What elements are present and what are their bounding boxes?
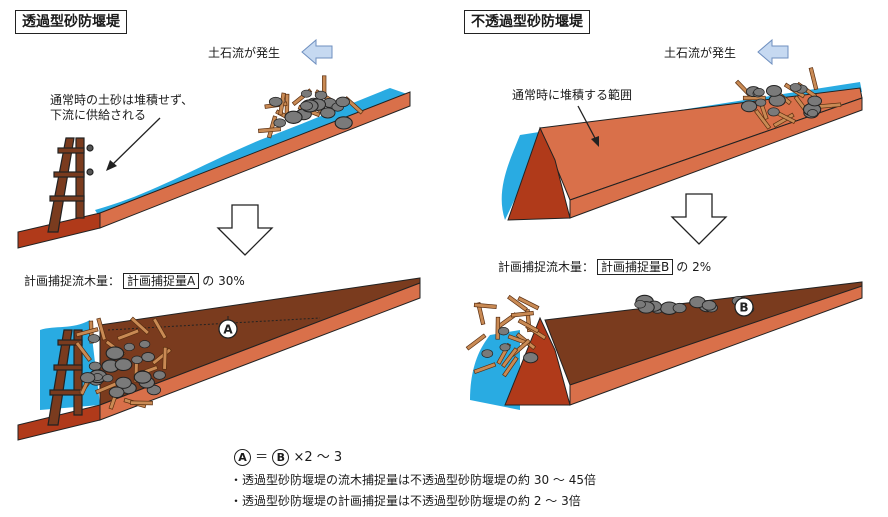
rock [314, 90, 328, 100]
rock [300, 101, 313, 111]
rock [523, 352, 539, 364]
right-bottom-slope-face [569, 285, 863, 406]
rock [807, 95, 823, 107]
footer-note-2: ・透過型砂防堰堤の計画捕捉量は不透過型砂防堰堤の約 2 ～ 3倍 [230, 494, 581, 508]
rock [807, 109, 818, 118]
left-top-scene [17, 75, 411, 249]
formula-tail: ×2 ～ 3 [293, 450, 343, 465]
left-capture-boxed: 計画捕捉量A [123, 273, 200, 289]
rock [123, 342, 135, 352]
rock [753, 88, 765, 97]
right-bottom-scene: B [465, 281, 863, 410]
rock [765, 85, 783, 97]
rock [481, 349, 494, 358]
rock [755, 98, 767, 107]
rock [672, 302, 687, 314]
log [162, 346, 168, 370]
rock [133, 370, 152, 384]
right-bottom-dam-front [504, 316, 571, 406]
left-top-ground [17, 212, 101, 249]
right-top-dam-front [507, 126, 571, 221]
rock [767, 107, 780, 117]
rock [102, 374, 114, 383]
right-capture-boxed: 計画捕捉量B [597, 259, 674, 275]
rock [87, 334, 100, 343]
formula-b-marker: B [272, 449, 290, 466]
arrow-down-icon [216, 204, 274, 256]
rock [789, 83, 802, 92]
arrow-left-icon [757, 38, 789, 66]
left-bottom-frame-dam [47, 329, 83, 426]
right-top-scene [501, 67, 863, 221]
rock [105, 346, 125, 361]
arrow-down-icon [670, 193, 728, 245]
left-capture-suffix: の 30% [202, 274, 245, 288]
marker-b-circle [734, 297, 754, 317]
left-debris-flow-label: 土石流が発生 [208, 46, 281, 60]
rock [300, 89, 312, 98]
rock [701, 299, 717, 311]
rock [284, 110, 303, 124]
right-top-callout [577, 105, 597, 141]
marker-b-text: B [739, 301, 748, 315]
formula-line: A ＝ B ×2 ～ 3 [234, 449, 342, 466]
log [495, 316, 501, 340]
log [130, 400, 153, 406]
footer-note-1: ・透過型砂防堰堤の流木捕捉量は不透過型砂防堰堤の約 30 ～ 45倍 [230, 473, 596, 487]
left-top-callout [111, 117, 161, 166]
left-bottom-dotted-line [107, 317, 321, 331]
right-normal-note: 通常時に堆積する範囲 [512, 88, 633, 102]
rock [268, 96, 283, 107]
rock [499, 343, 511, 352]
right-panel-title: 不透過型砂防堰堤 [464, 10, 590, 34]
marker-a-circle [218, 319, 238, 339]
rock [153, 370, 166, 380]
formula-eq: ＝ [255, 450, 269, 465]
rock [139, 340, 151, 349]
rock [334, 116, 353, 130]
rock [320, 107, 336, 119]
rock [114, 358, 133, 372]
rock [273, 118, 286, 128]
rock [497, 327, 510, 336]
left-bottom-scene: A [17, 277, 421, 441]
rock [80, 372, 96, 384]
rock [740, 100, 758, 113]
right-capture-label: 計画捕捉流木量： [498, 260, 595, 274]
right-capture-suffix: の 2% [676, 260, 712, 274]
rock [108, 386, 125, 399]
rock [335, 96, 350, 108]
left-normal-note-1: 通常時の土砂は堆積せず、 [50, 93, 194, 107]
right-top-slope-face [569, 97, 863, 219]
rock [141, 352, 155, 362]
left-capture-label: 計画捕捉流木量： [24, 274, 121, 288]
rock [634, 300, 646, 309]
log [808, 67, 819, 91]
log [258, 126, 281, 134]
left-normal-note-2: 下流に供給される [50, 108, 147, 122]
rock [131, 355, 143, 364]
right-debris-flow-label: 土石流が発生 [664, 46, 737, 60]
rock [88, 361, 102, 371]
arrow-left-icon [301, 38, 333, 66]
left-top-frame-dam [47, 137, 94, 233]
right-bottom-sediment [544, 281, 863, 386]
log [510, 310, 534, 318]
marker-a-text: A [223, 323, 233, 337]
left-panel-title: 透過型砂防堰堤 [15, 10, 127, 34]
formula-a-marker: A [234, 449, 251, 466]
